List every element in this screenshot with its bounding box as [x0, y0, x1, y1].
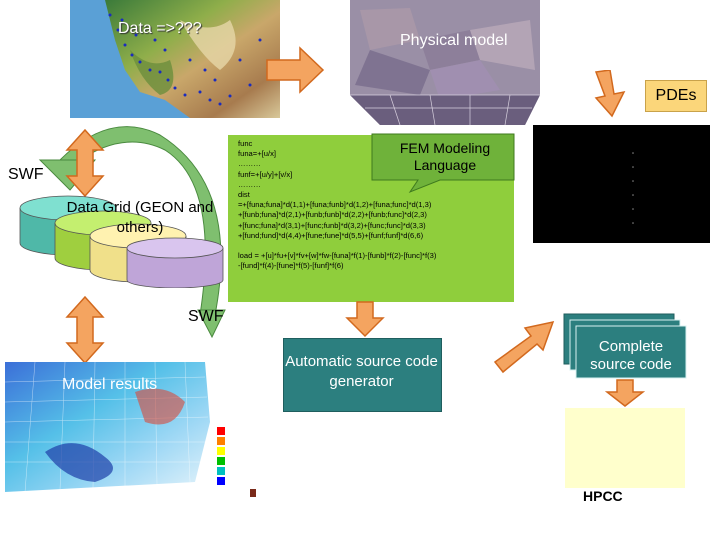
data-grid-cylinders	[19, 195, 224, 288]
fem-code-line: ………	[238, 179, 261, 189]
complete-source-pages	[563, 313, 687, 379]
arrow-source-to-hpcc	[605, 379, 645, 407]
pdes-box	[533, 125, 710, 243]
fem-code-line: +[fund;fund]*d(4,4)+[fune;fune]*d(5,5)+[…	[238, 230, 424, 240]
fem-code-line: dist	[238, 190, 250, 200]
arrow-map-datagrid	[65, 128, 105, 198]
fem-code-line	[238, 241, 436, 251]
arrow-model-to-pdes	[594, 70, 626, 118]
hpcc-box	[565, 408, 685, 488]
fem-code-line: funf=+[u/y]+[v/x]	[238, 169, 293, 179]
arrow-datagrid-results	[65, 295, 105, 365]
pdes-label: PDEs	[645, 80, 707, 112]
swf-top-label: SWF	[8, 166, 44, 183]
arrow-data-to-model	[266, 46, 325, 94]
fem-code-line: func	[238, 139, 253, 148]
physical-model-label: Physical model	[400, 32, 508, 49]
fem-code-line: =+[funa;funa]*d(1,1)+[funa;funb]*d(1,2)+…	[238, 200, 432, 210]
data-prompt-label: Data =>???	[118, 20, 202, 37]
model-results-image	[5, 362, 256, 497]
arrow-generator-to-source	[493, 320, 555, 374]
arrow-fem-to-generator	[345, 301, 385, 338]
hpcc-label: HPCC	[583, 488, 623, 504]
data-map-image	[70, 0, 280, 128]
fem-code-line: -[fund]*f(4)-[fune]*f(5)-[funf]*f(6)	[238, 261, 344, 271]
model-results-label: Model results	[62, 376, 158, 393]
fem-code-line: load = +[u]*fu+[v]*fv+[w]*fw-[funa]*f(1)…	[238, 251, 437, 261]
fem-code-line: funa=+[u/x]	[238, 149, 276, 159]
fem-code-line: +[func;funa]*d(3,1)+[func;funb]*d(3,2)+[…	[238, 220, 426, 230]
physical-model-image	[350, 0, 540, 125]
fem-code-line: +[funb;funa]*d(2,1)+[funb;funb]*d(2,2)+[…	[238, 210, 427, 220]
data-grid-label: Data Grid (GEON and others)	[66, 199, 214, 236]
fem-language-callout	[371, 133, 515, 194]
generator-box	[283, 338, 442, 412]
fem-language-label: FEM Modeling Language	[399, 140, 491, 173]
complete-source-label: Complete source code	[590, 338, 672, 373]
generator-label: Automatic source code generator	[285, 353, 438, 390]
swf-bottom-label: SWF	[188, 308, 224, 325]
fem-code-line: ………	[238, 159, 261, 169]
